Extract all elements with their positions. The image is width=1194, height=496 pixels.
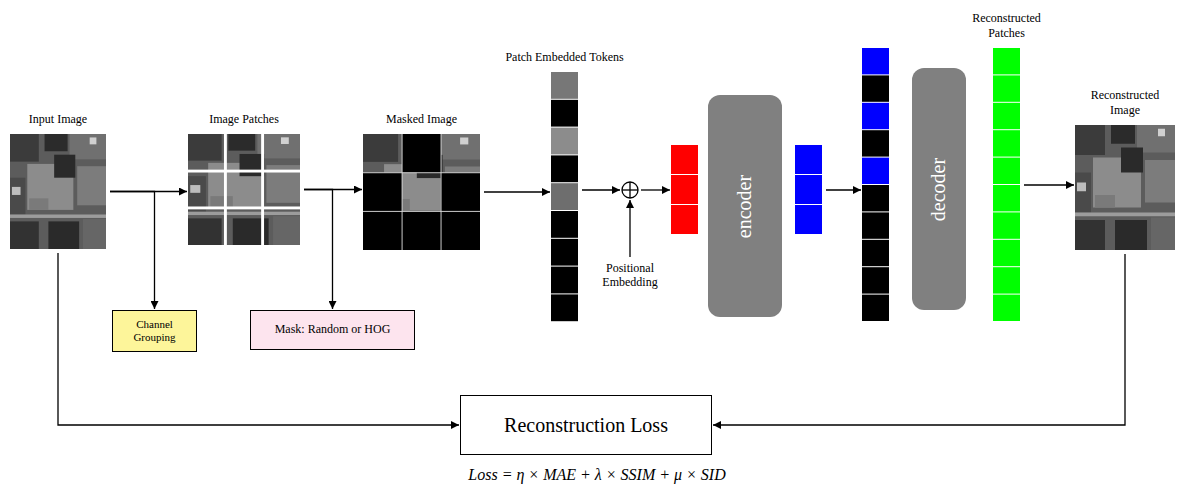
decoder-input-column: [862, 185, 889, 211]
network-block: decoder: [912, 68, 966, 310]
node-heading: Reconstructed Image: [1082, 88, 1168, 117]
decoder-input-column: [862, 212, 889, 238]
process-box: Channel Grouping: [112, 310, 197, 352]
embedded-token-column: [671, 145, 698, 234]
patch-token-column: [551, 100, 578, 127]
masked-image-picture: [363, 134, 480, 250]
decoder-input-column: [862, 130, 889, 156]
flow-arrow: [58, 253, 459, 425]
reconstructed-patch-column: [993, 130, 1020, 156]
decoder-input-column: [862, 48, 889, 321]
patch-token-column: [551, 128, 578, 155]
node-heading: Positional Embedding: [594, 261, 666, 290]
image-patches-picture: [188, 134, 300, 245]
image-patches-picture: [188, 206, 300, 209]
satellite-image: [1075, 125, 1175, 250]
node-heading: Reconstructed Patches: [964, 11, 1050, 40]
encoded-token-column: [795, 145, 822, 234]
decoder-input-column: [862, 48, 889, 74]
encoded-token-column: [795, 205, 822, 234]
satellite-image: [188, 134, 300, 245]
patch-token-column: [551, 294, 578, 321]
flow-arrow: [582, 189, 620, 190]
reconstructed-patch-column: [993, 158, 1020, 184]
node-heading: Image Patches: [209, 112, 279, 126]
reconstructed-patch-column: [993, 295, 1020, 321]
satellite-image: [10, 134, 106, 249]
reconstructed-patch-column: [993, 240, 1020, 266]
loss-box: Reconstruction Loss: [460, 395, 712, 455]
image-patches-picture: [224, 134, 227, 245]
flow-arrow: [304, 190, 333, 310]
sum-symbol: [622, 189, 638, 190]
reconstructed-patch-column: [993, 103, 1020, 129]
flow-arrow: [110, 192, 155, 310]
box-label: Channel Grouping: [119, 318, 190, 343]
masked-image-picture: [363, 172, 480, 174]
sum-node: Positional Embedding: [621, 181, 639, 199]
block-label: decoder: [928, 157, 951, 220]
layout-arrows: [629, 200, 630, 257]
masked-image-picture: [401, 134, 403, 250]
encoded-token-column: [795, 145, 822, 174]
embedded-token-column: [671, 205, 698, 234]
patch-token-column: [551, 72, 578, 321]
reconstructed-patch-column: [993, 185, 1020, 211]
block-label: encoder: [734, 174, 757, 237]
decoder-input-column: [862, 295, 889, 321]
patch-token-column: [551, 72, 578, 99]
input-image-picture: [10, 134, 106, 249]
patch-token-column: [551, 183, 578, 210]
layout-arrows: [641, 189, 670, 190]
masked-image-picture: [363, 211, 480, 250]
patch-token-column: [551, 267, 578, 294]
box-label: Mask: Random or HOG: [275, 323, 391, 337]
decoder-input-column: [862, 267, 889, 293]
box-label: Reconstruction Loss: [504, 414, 668, 437]
network-block: encoder: [708, 95, 782, 317]
encoded-token-column: [795, 175, 822, 204]
image-panel: Image Patches: [188, 134, 300, 245]
image-patches-picture: [188, 170, 300, 173]
flow-arrow: [484, 191, 550, 192]
reconstructed-image-picture: [1075, 125, 1175, 250]
patch-token-column: [551, 155, 578, 182]
decoder-input-column: [862, 103, 889, 129]
patch-token-column: [551, 211, 578, 238]
decoder-input-column: [862, 240, 889, 266]
node-heading: Input Image: [29, 112, 87, 126]
masked-image-picture: [363, 173, 402, 212]
reconstructed-patch-column: [993, 75, 1020, 101]
layout-arrows: [826, 189, 861, 190]
image-patches-picture: [261, 134, 264, 245]
masked-image-picture: [363, 210, 480, 212]
masked-image-picture: [441, 173, 480, 212]
process-box: Mask: Random or HOG: [250, 310, 415, 350]
satellite-image: [363, 134, 480, 250]
sum-symbol: [621, 181, 639, 199]
node-heading: Masked Image: [386, 112, 457, 126]
patch-token-column: [551, 239, 578, 266]
image-panel: Input Image: [10, 134, 106, 249]
sum-symbol: [622, 182, 638, 198]
masked-image-picture: [440, 134, 442, 250]
masked-image-picture: [402, 134, 441, 173]
reconstructed-patch-column: [993, 212, 1020, 238]
flow-arrow: [1024, 184, 1074, 185]
reconstructed-patch-column: [993, 48, 1020, 74]
embedded-token-column: [671, 145, 698, 174]
token-column: Patch Embedded Tokens: [551, 72, 578, 322]
token-column: Reconstructed Patches: [993, 48, 1020, 322]
embedded-token-column: [671, 175, 698, 204]
decoder-input-column: [862, 158, 889, 184]
node-heading: Patch Embedded Tokens: [505, 50, 623, 64]
image-panel: Reconstructed Image: [1075, 125, 1175, 250]
image-panel: Masked Image: [363, 134, 480, 250]
formula-label: Loss = η × MAE + λ × SSIM + μ × SID: [468, 466, 725, 484]
reconstructed-patch-column: [993, 48, 1020, 321]
decoder-input-column: [862, 75, 889, 101]
reconstructed-patch-column: [993, 267, 1020, 293]
